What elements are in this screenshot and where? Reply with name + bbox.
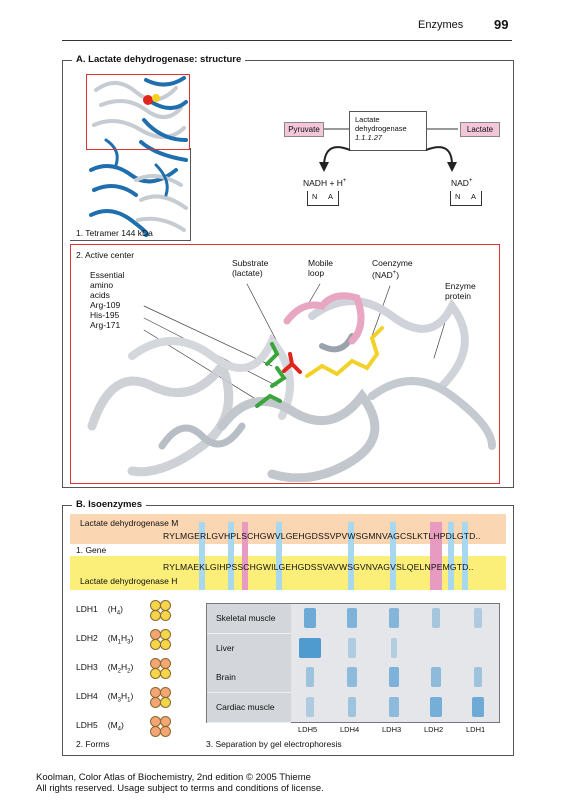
form-row: LDH4 (M3H1) xyxy=(76,691,133,706)
tetramer-caption: 1. Tetramer 144 kDa xyxy=(76,228,153,238)
residue-arg171: Arg-171 xyxy=(90,320,121,330)
form-name: LDH1 xyxy=(76,604,98,614)
coenzyme-label: Coenzyme(NAD+) xyxy=(372,258,413,280)
form-composition: (H4) xyxy=(107,604,123,617)
gel-band xyxy=(431,667,441,687)
gel-band xyxy=(472,696,484,717)
section-b-frame xyxy=(62,505,514,756)
gel-row-label: Cardiac muscle xyxy=(216,701,275,712)
page-number: 99 xyxy=(494,17,509,32)
ldh-m-label: Lactate dehydrogenase M xyxy=(80,518,179,528)
gel-row-label: Skeletal muscle xyxy=(216,613,276,623)
subunit-icon xyxy=(150,687,171,708)
gel-band xyxy=(306,696,314,717)
form-row: LDH1 (H4) xyxy=(76,604,123,619)
ldh-h-label: Lactate dehydrogenase H xyxy=(80,576,178,586)
gel-lane-label: LDH5 xyxy=(298,725,318,734)
active-center-title: 2. Active center xyxy=(76,250,135,260)
form-composition: (M4) xyxy=(107,720,124,733)
tetramer-caption-box xyxy=(70,148,191,241)
gene-divider xyxy=(70,544,506,556)
form-composition: (M3H1) xyxy=(107,691,134,704)
form-name: LDH5 xyxy=(76,720,98,730)
gel-caption: 3. Separation by gel electrophoresis xyxy=(206,739,342,749)
subunit-icon xyxy=(150,600,171,621)
conserved-marks xyxy=(199,522,468,590)
reaction-arrows xyxy=(319,128,458,172)
gel-lane-label: LDH2 xyxy=(424,725,444,734)
gel-band xyxy=(432,608,440,628)
footer-line2: All rights reserved. Usage subject to te… xyxy=(36,783,324,794)
section-a-frame xyxy=(62,60,514,488)
form-name: LDH3 xyxy=(76,662,98,672)
subunit-icon xyxy=(150,658,171,679)
gel-row-background xyxy=(207,692,291,723)
sequence-h: RYLMAEKLGIHPSSCHGWILGEHGDSSVAVWSGVNVAGVS… xyxy=(163,562,474,572)
header-rule xyxy=(62,40,512,41)
gel-band xyxy=(389,696,399,717)
gel-row-label: Brain xyxy=(216,672,236,682)
form-composition: (M2H2) xyxy=(107,662,134,675)
tetramer-image xyxy=(89,76,188,237)
active-center-image xyxy=(87,283,496,482)
tetramer-highlight-box xyxy=(86,74,190,150)
enzyme-name-line1: Lactate xyxy=(355,115,380,124)
gel-band xyxy=(348,637,356,658)
gel-band xyxy=(305,667,315,687)
gel-band xyxy=(473,667,483,687)
subunit-icon xyxy=(150,716,171,737)
ec-number: 1.1.1.27 xyxy=(355,133,383,142)
gel-band xyxy=(299,637,321,658)
gel-band xyxy=(390,637,398,658)
footer-line1: Koolman, Color Atlas of Biochemistry, 2n… xyxy=(36,772,311,783)
substrate-label: Substrate(lactate) xyxy=(232,258,269,278)
gel-band xyxy=(304,608,316,628)
form-composition: (M1H3) xyxy=(107,633,134,646)
gene-label: 1. Gene xyxy=(76,545,107,555)
residue-his195: His-195 xyxy=(90,310,120,320)
gel-band xyxy=(346,608,358,628)
section-b-title: B. Isoenzymes xyxy=(72,499,146,510)
nadh-label: NADH + H+ xyxy=(303,177,347,188)
gel-band xyxy=(347,696,357,717)
sequence-m: RYLMGERLGVHPLSCHGWVLGEHGDSSVPVWSGMNVAGCS… xyxy=(163,531,481,541)
form-row: LDH3 (M2H2) xyxy=(76,662,133,677)
subunit-icon xyxy=(150,629,171,650)
forms-caption: 2. Forms xyxy=(76,739,110,749)
gel-band xyxy=(474,608,482,628)
gel-row-label: Liver xyxy=(216,642,235,653)
gel-lane-label: LDH3 xyxy=(382,725,402,734)
gel-lane-label: LDH4 xyxy=(340,725,360,734)
enzyme-name-line2: dehydrogenase xyxy=(355,124,407,133)
form-row: LDH5 (M4) xyxy=(76,720,124,735)
form-name: LDH4 xyxy=(76,691,98,701)
tetramer-panel xyxy=(86,70,190,244)
lactate-label: Lactate xyxy=(460,122,500,137)
essential-amino-acids-label: Essential amino acids Arg-109 His-195 Ar… xyxy=(90,270,125,330)
pyruvate-label: Pyruvate xyxy=(284,122,324,137)
gel-band xyxy=(347,667,357,687)
enzyme-box: Lactate dehydrogenase 1.1.1.27 xyxy=(349,111,427,151)
section-a-title: A. Lactate dehydrogenase: structure xyxy=(72,54,246,65)
gel-lane-label: LDH1 xyxy=(466,725,486,734)
gel-band xyxy=(388,667,400,687)
gel-band xyxy=(430,696,442,717)
nad-label: NAD+ xyxy=(451,177,473,188)
form-name: LDH2 xyxy=(76,633,98,643)
gel-band xyxy=(388,608,400,628)
active-center-frame xyxy=(70,244,500,484)
form-row: LDH2 (M1H3) xyxy=(76,633,133,648)
running-head: Enzymes xyxy=(418,19,464,31)
residue-arg109: Arg-109 xyxy=(90,300,121,310)
